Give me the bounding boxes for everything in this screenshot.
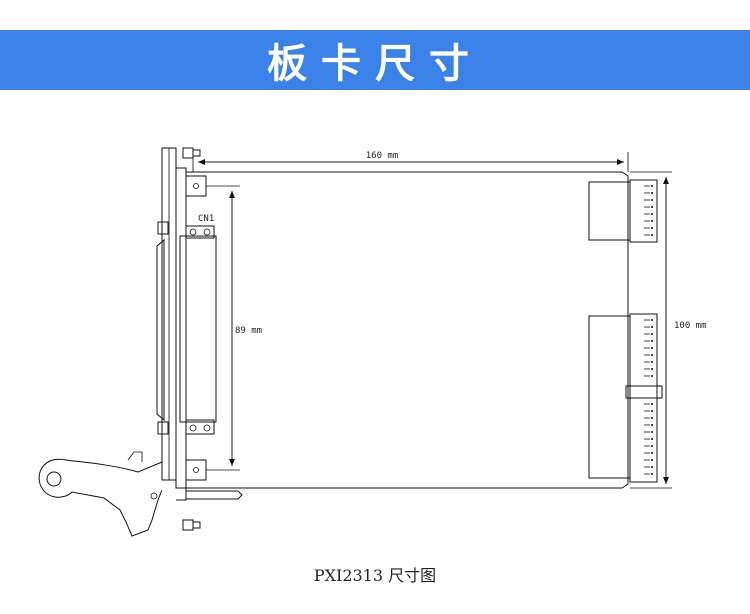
connector-pin-dot xyxy=(651,403,653,405)
connector-pin-dot xyxy=(651,185,653,187)
connector-pin-dot xyxy=(651,227,653,229)
connector-pin-dot xyxy=(651,368,653,370)
connector-pin-dot xyxy=(651,424,653,426)
connector-pin-dot xyxy=(651,333,653,335)
connector-pin-dot xyxy=(651,199,653,201)
backplane-connector-j2 xyxy=(588,179,658,243)
mounting-hole-top xyxy=(185,175,207,197)
ejector-handle xyxy=(38,451,187,537)
connector-pin-dot xyxy=(651,192,653,194)
pcb-outline xyxy=(186,171,629,489)
connector-pin-dot xyxy=(651,452,653,454)
top-screw-icon xyxy=(182,147,201,159)
figure-caption: PXI2313 尺寸图 xyxy=(313,566,437,585)
connector-pin-dot xyxy=(651,234,653,236)
height-label: 100 mm xyxy=(674,321,707,331)
connector-pin-dot xyxy=(651,375,653,377)
connector-pin-dot xyxy=(651,431,653,433)
connector-pin-dot xyxy=(651,445,653,447)
title-banner: 板卡尺寸 xyxy=(0,30,750,90)
bottom-screw-icon xyxy=(182,519,201,531)
connector-pin-dot xyxy=(651,347,653,349)
connector-pin-dot xyxy=(651,466,653,468)
dimension-length xyxy=(192,152,629,172)
hole-spacing-label: 89 mm xyxy=(235,326,262,336)
connector-pin-dot xyxy=(651,326,653,328)
connector-pin-dot xyxy=(651,213,653,215)
connector-pin-dot xyxy=(651,438,653,440)
connector-pin-dot xyxy=(651,459,653,461)
connector-pin-dot xyxy=(651,220,653,222)
dimension-hole-spacing xyxy=(206,185,240,471)
connector-pin-dot xyxy=(651,473,653,475)
connector-label: CN1 xyxy=(198,214,214,224)
backplane-connector-j1 xyxy=(588,313,663,483)
mounting-hole-bottom xyxy=(185,459,207,481)
connector-pin-dot xyxy=(651,417,653,419)
connector-pin-dot xyxy=(651,340,653,342)
front-panel xyxy=(161,147,187,489)
connector-pins xyxy=(644,185,653,475)
connector-pin-dot xyxy=(651,319,653,321)
connector-pin-dot xyxy=(651,206,653,208)
db-connector-cn1 xyxy=(156,221,217,435)
dimension-height xyxy=(630,171,672,489)
connector-pin-dot xyxy=(651,354,653,356)
length-label: 160 mm xyxy=(366,151,399,161)
page-title: 板卡尺寸 xyxy=(267,41,483,87)
connector-pin-dot xyxy=(651,361,653,363)
connector-pin-dot xyxy=(651,410,653,412)
alignment-pin xyxy=(186,490,243,500)
